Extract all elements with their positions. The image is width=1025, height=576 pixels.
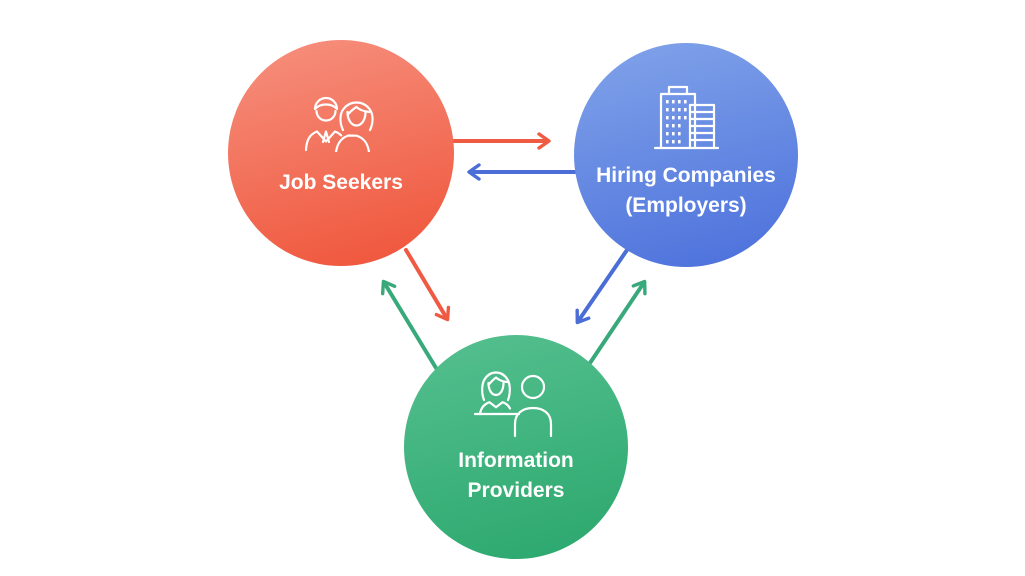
node-information-providers: Information Providers <box>404 335 628 559</box>
edge-infoproviders-to-hiring <box>588 279 647 365</box>
node-label-hiring-companies-line1: Hiring Companies <box>596 164 776 187</box>
node-label-hiring-companies-line2: (Employers) <box>625 194 747 217</box>
node-job-seekers: Job Seekers <box>228 40 454 266</box>
edge-hiring-to-infoproviders <box>575 248 629 325</box>
edge-jobseekers-to-infoproviders <box>404 248 451 322</box>
consultation-desk-icon <box>473 362 559 438</box>
node-label-information-providers-line1: Information <box>458 449 574 472</box>
office-building-icon <box>650 82 722 152</box>
node-label-information-providers-line2: Providers <box>467 479 565 502</box>
edge-infoproviders-to-jobseekers <box>380 279 438 370</box>
job-seekers-people-icon <box>303 94 379 152</box>
node-hiring-companies: Hiring Companies (Employers) <box>574 43 798 267</box>
node-label-job-seekers: Job Seekers <box>279 171 403 194</box>
